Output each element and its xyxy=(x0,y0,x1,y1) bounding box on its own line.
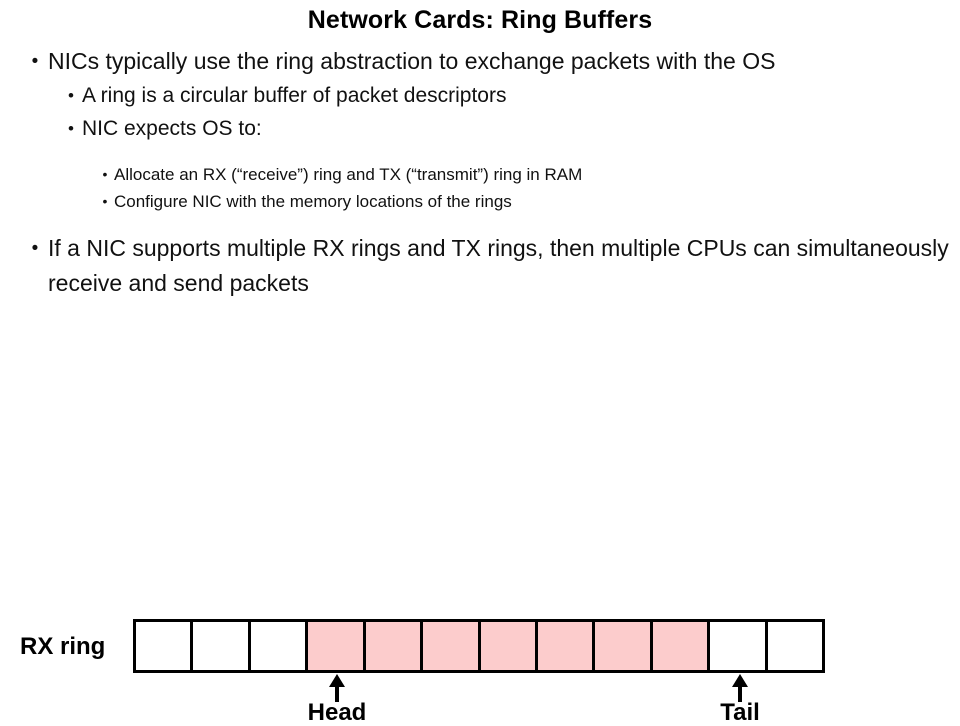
ring-cell xyxy=(595,622,653,670)
bullet-marker-icon: • xyxy=(31,238,39,259)
bullet-marker-icon: • xyxy=(68,86,74,105)
bullet-level3: • Allocate an RX (“receive”) ring and TX… xyxy=(96,161,960,188)
bullet-marker-icon: • xyxy=(31,51,39,72)
ring-cell xyxy=(193,622,251,670)
ring-cell xyxy=(308,622,366,670)
ring-cell xyxy=(480,622,538,670)
bullet-text: A ring is a circular buffer of packet de… xyxy=(82,84,507,107)
page-title: Network Cards: Ring Buffers xyxy=(307,6,653,34)
tail-label: Tail xyxy=(720,699,760,726)
bullet-list: • NICs typically use the ring abstractio… xyxy=(0,44,960,301)
head-label: Head xyxy=(307,699,367,726)
slide-canvas: Network Cards: Ring Buffers • NICs typic… xyxy=(0,6,960,726)
ring-cell xyxy=(250,622,309,670)
ring-cell xyxy=(767,622,823,670)
bullet-level3: • Configure NIC with the memory location… xyxy=(96,188,960,215)
ring-cell xyxy=(136,622,194,670)
bullet-marker-icon: • xyxy=(68,119,74,138)
bullet-text: NICs typically use the ring abstraction … xyxy=(48,48,776,74)
ring-cell xyxy=(365,622,424,670)
ring-cell xyxy=(710,622,768,670)
ring-buffer-diagram: RX ring Head Tail xyxy=(0,300,960,726)
bullet-text: Allocate an RX (“receive”) ring and TX (… xyxy=(114,165,583,184)
bullet-marker-icon: • xyxy=(102,166,108,182)
bullet-text: NIC expects OS to: xyxy=(82,117,262,140)
bullet-level1: • If a NIC supports multiple RX rings an… xyxy=(26,231,960,301)
bullet-level2: • NIC expects OS to: xyxy=(62,112,960,145)
rx-ring-label: RX ring xyxy=(20,633,106,660)
bullet-marker-icon: • xyxy=(102,193,108,209)
bullet-text: Configure NIC with the memory locations … xyxy=(114,192,512,211)
bullet-level1: • NICs typically use the ring abstractio… xyxy=(26,44,960,79)
ring-cell xyxy=(537,622,596,670)
ring-cell xyxy=(423,622,481,670)
ring-cell xyxy=(652,622,711,670)
bullet-text: If a NIC supports multiple RX rings and … xyxy=(48,235,949,296)
bullet-level2: • A ring is a circular buffer of packet … xyxy=(62,79,960,112)
ring-buffer-cells xyxy=(133,619,825,673)
